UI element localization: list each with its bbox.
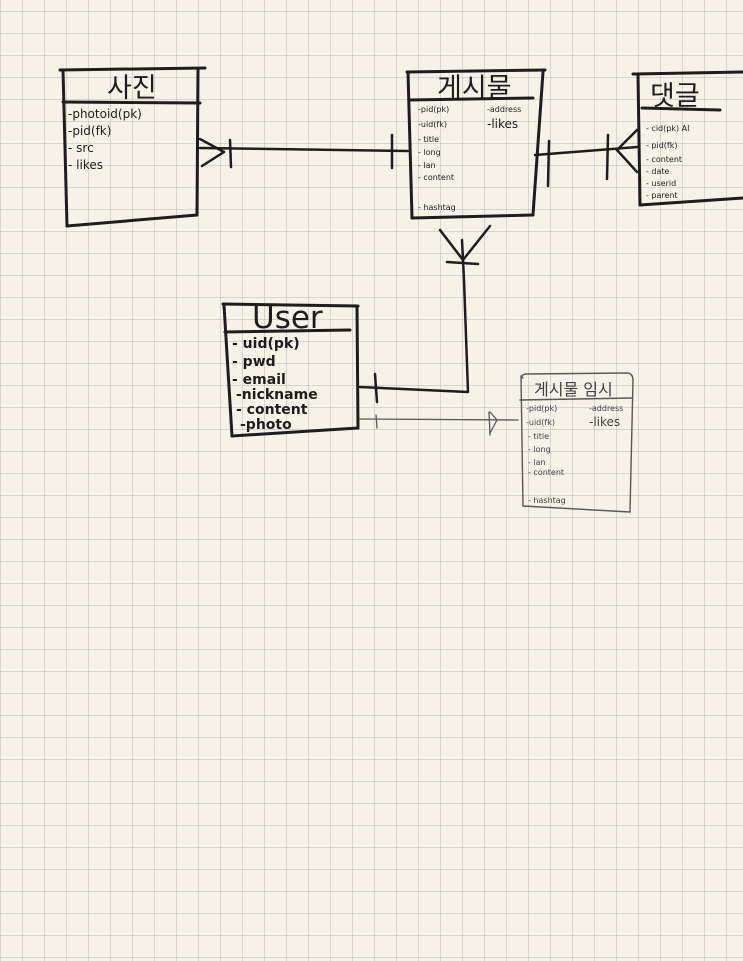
entity-temp-post: 게시물 임시 -pid(pk) -uid(fk) - title - long … <box>519 372 634 513</box>
entity-comment: 댓글 - cid(pk) AI - pid(fk) - content - da… <box>631 70 743 207</box>
user-attr-pwd: - pwd <box>232 354 276 370</box>
entity-photo: 사진 -photoid(pk) -pid(fk) - src - likes <box>58 66 207 228</box>
post-attr-uid: -uid(fk) <box>418 120 447 129</box>
user-attr-nickname: -nickname <box>236 387 318 403</box>
comment-attr-content: - content <box>646 155 682 164</box>
relation-post-user <box>358 224 492 404</box>
temp-post-attr-address: -address <box>589 404 623 413</box>
temp-post-attr-lan: - lan <box>528 458 546 467</box>
photo-attr-likes: - likes <box>68 158 103 172</box>
entity-temp-post-title: 게시물 임시 <box>534 380 613 399</box>
comment-attr-cid: - cid(pk) AI <box>646 124 689 133</box>
post-attr-lan: - lan <box>418 161 436 170</box>
temp-post-attr-title: - title <box>528 432 549 441</box>
temp-post-attr-likes: -likes <box>589 415 620 429</box>
user-attr-email: - email <box>232 372 286 388</box>
comment-attr-parent: - parent <box>646 191 678 200</box>
comment-attr-userid: - userid <box>646 179 676 188</box>
photo-attr-src: - src <box>68 141 94 155</box>
post-attr-long: - long <box>418 148 441 157</box>
entity-comment-title: 댓글 <box>650 81 700 112</box>
relation-photo-post <box>198 133 410 170</box>
relation-temp-post-user <box>359 411 519 436</box>
user-attr-photo: -photo <box>240 417 292 433</box>
temp-post-attr-uid: -uid(fk) <box>526 418 555 427</box>
temp-post-attr-hashtag: - hashtag <box>528 496 566 505</box>
entity-user-title: User <box>252 300 323 336</box>
post-attr-likes: -likes <box>487 117 518 131</box>
post-attr-hashtag: - hashtag <box>418 203 456 212</box>
comment-attr-pid: - pid(fk) <box>646 141 678 150</box>
post-attr-content: - content <box>418 173 454 182</box>
entity-post: 게시물 -pid(pk) -uid(fk) - title - long - l… <box>405 68 547 220</box>
post-attr-address: -address <box>487 105 521 114</box>
photo-attr-photoid: -photoid(pk) <box>68 107 142 121</box>
temp-post-attr-content: - content <box>528 468 564 477</box>
temp-post-attr-long: - long <box>528 445 551 454</box>
post-attr-pid: -pid(pk) <box>418 105 449 114</box>
temp-post-attr-pid: -pid(pk) <box>526 404 557 413</box>
entity-user: User - uid(pk) - pwd - email -nickname -… <box>221 300 360 438</box>
post-attr-title: - title <box>418 135 439 144</box>
entity-photo-title: 사진 <box>107 73 157 104</box>
photo-attr-pid: -pid(fk) <box>68 124 111 138</box>
user-attr-content: - content <box>236 402 308 418</box>
comment-attr-date: - date <box>646 167 670 176</box>
entity-post-title: 게시물 <box>437 73 512 104</box>
relation-post-comment <box>533 128 639 188</box>
user-attr-uid: - uid(pk) <box>232 336 300 352</box>
